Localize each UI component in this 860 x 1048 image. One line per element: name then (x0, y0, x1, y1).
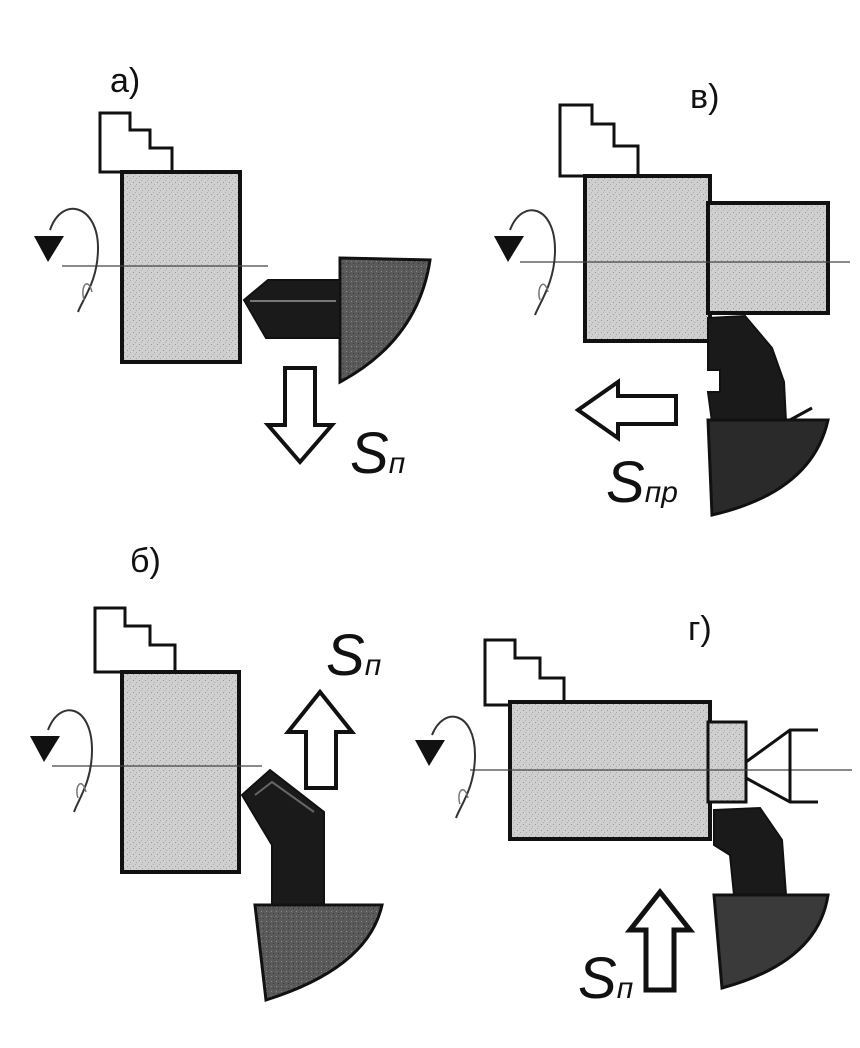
workpiece (583, 174, 712, 343)
feed-label: Sп (326, 623, 381, 688)
workpiece-shaft (706, 201, 830, 315)
workpiece (120, 170, 242, 364)
workpiece (120, 670, 241, 874)
chuck-jaw (93, 606, 177, 674)
feed-arrow-icon (283, 688, 357, 790)
feed-label: Sп (350, 421, 405, 486)
panel-a-label: а) (110, 62, 140, 100)
panel-v-label: в) (690, 78, 719, 116)
rotation-arrow-icon (34, 208, 100, 313)
panel-g-label: г) (688, 610, 712, 648)
feed-arrow-icon (624, 887, 696, 993)
feed-arrow-icon (574, 378, 678, 442)
tool-holder (338, 256, 432, 385)
panel-a: а) Sп (34, 62, 432, 486)
panel-v: в) Sпр (494, 78, 850, 517)
cutting-tool (706, 314, 788, 423)
cutting-tool (242, 279, 341, 339)
rotation-arrow-icon (494, 209, 557, 316)
tailstock-center (745, 728, 818, 804)
panel-g: г) Sп (415, 610, 852, 1011)
rotation-arrow-icon (30, 709, 94, 813)
tool-holder (253, 903, 384, 1002)
rotation-arrow-icon (415, 715, 477, 819)
workpiece-stub (706, 720, 748, 804)
panel-b-label: б) (130, 542, 161, 580)
chuck-jaw (98, 111, 174, 174)
feed-arrow-icon (263, 366, 337, 466)
cutting-tool (713, 806, 788, 896)
tool-holder (706, 418, 830, 517)
chuck-jaw (558, 103, 640, 178)
chuck-jaw (483, 638, 566, 707)
feed-label: Sпр (606, 450, 678, 515)
feed-label: Sп (578, 946, 633, 1011)
panel-b: б) Sп (30, 542, 384, 1002)
tool-holder (712, 893, 830, 990)
